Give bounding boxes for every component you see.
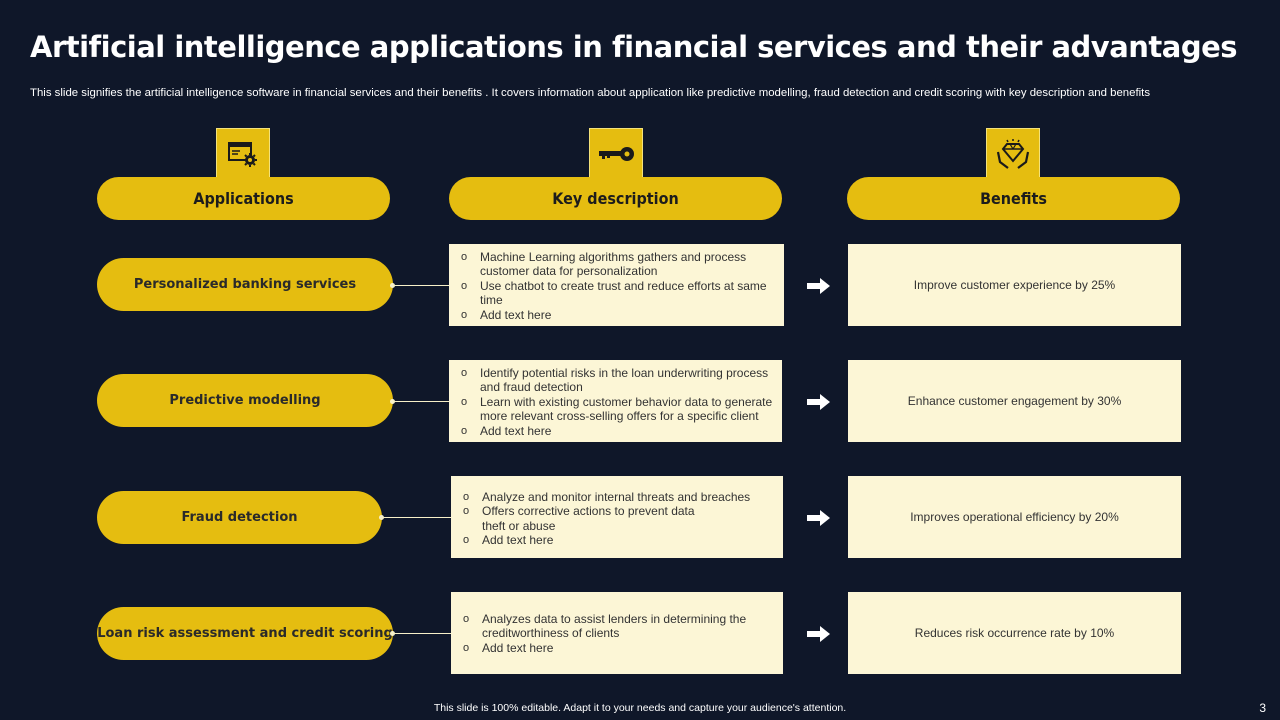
description-bullet: Identify potential risks in the loan und…: [461, 366, 774, 395]
right-arrow-icon: [807, 510, 830, 526]
description-bullet: Add text here: [461, 308, 776, 323]
slide-subtitle: This slide signifies the artificial inte…: [30, 87, 1151, 99]
benefit-box: Improves operational efficiency by 20%: [848, 476, 1181, 558]
key-icon: [589, 128, 643, 180]
connector-line: [390, 631, 451, 636]
description-box: Analyzes data to assist lenders in deter…: [451, 592, 783, 674]
description-bullet: Machine Learning algorithms gathers and …: [461, 250, 776, 279]
application-pill: Personalized banking services: [97, 258, 393, 311]
header-benefits: Benefits: [847, 177, 1180, 220]
description-box: Identify potential risks in the loan und…: [449, 360, 782, 442]
application-pill: Fraud detection: [97, 491, 382, 544]
diamond-hands-icon: [986, 128, 1040, 180]
connector-line: [390, 283, 449, 288]
right-arrow-icon: [807, 626, 830, 642]
application-pill: Loan risk assessment and credit scoring: [97, 607, 393, 660]
page-number: 3: [1259, 701, 1266, 715]
connector-line: [390, 399, 449, 404]
benefit-box: Improve customer experience by 25%: [848, 244, 1181, 326]
description-box: Machine Learning algorithms gathers and …: [449, 244, 784, 326]
description-bullet: Add text here: [463, 641, 775, 656]
application-pill: Predictive modelling: [97, 374, 393, 427]
description-bullet: Learn with existing customer behavior da…: [461, 395, 774, 424]
header-key-description: Key description: [449, 177, 782, 220]
description-bullet: Use chatbot to create trust and reduce e…: [461, 279, 776, 308]
benefit-box: Reduces risk occurrence rate by 10%: [848, 592, 1181, 674]
footer-note: This slide is 100% editable. Adapt it to…: [433, 702, 847, 714]
description-bullet: Analyze and monitor internal threats and…: [463, 490, 775, 505]
connector-line: [379, 515, 451, 520]
description-bullet: Analyzes data to assist lenders in deter…: [463, 612, 775, 641]
description-bullet: Offers corrective actions to prevent dat…: [463, 504, 775, 533]
description-box: Analyze and monitor internal threats and…: [451, 476, 783, 558]
slide-title: Artificial intelligence applications in …: [30, 30, 1238, 64]
benefit-box: Enhance customer engagement by 30%: [848, 360, 1181, 442]
header-applications: Applications: [97, 177, 390, 220]
settings-window-icon: [216, 128, 270, 180]
description-bullet: Add text here: [461, 424, 774, 439]
right-arrow-icon: [807, 278, 830, 294]
right-arrow-icon: [807, 394, 830, 410]
description-bullet: Add text here: [463, 533, 775, 548]
